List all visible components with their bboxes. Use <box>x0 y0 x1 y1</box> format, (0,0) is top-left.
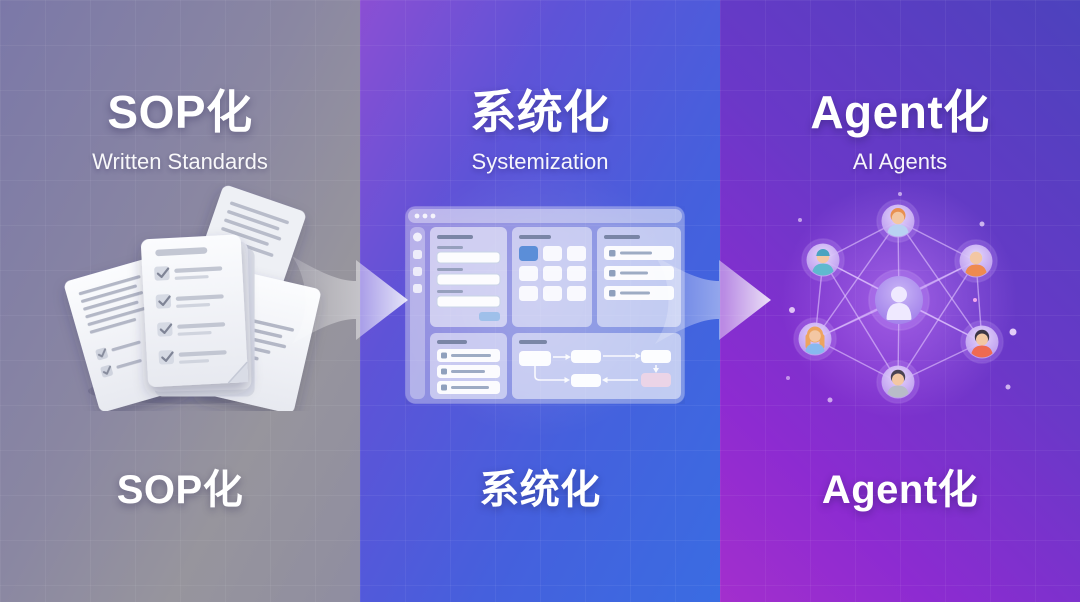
stage-subtitle-system: Systemization <box>471 149 609 175</box>
avatar <box>971 329 993 358</box>
paper-checklist-stack <box>141 234 255 397</box>
document-title-line <box>155 247 208 257</box>
agent-node-center <box>868 269 930 331</box>
avatar <box>965 250 987 277</box>
checkbox-row <box>158 350 227 365</box>
person-icon <box>886 286 912 320</box>
stage-subtitle-sop: Written Standards <box>92 149 268 175</box>
stage-header: SOP化 Written Standards <box>0 0 360 175</box>
dashboard-card-flowchart <box>512 333 681 399</box>
window-traffic-dots-icon <box>414 213 436 219</box>
stage-title-agent: Agent化 <box>810 86 990 138</box>
dashboard-card-grid <box>512 227 592 327</box>
agent-node-top-right <box>954 239 998 283</box>
stage-header: Agent化 AI Agents <box>720 0 1080 175</box>
form-submit-button-shape <box>479 312 500 321</box>
agent-node-bottom-right <box>960 320 1004 364</box>
checkbox-icon <box>95 340 141 361</box>
agent-node-bottom <box>876 360 920 404</box>
flow-node <box>571 350 601 363</box>
arrow-stage1-to-stage2-icon <box>292 256 408 344</box>
checkbox-icon <box>100 359 142 378</box>
agent-node-top-left <box>801 238 845 282</box>
sparkle-dots <box>786 192 1017 403</box>
dashboard-window-icon <box>405 206 685 404</box>
dashboard-card-list-small <box>430 333 507 399</box>
avatar <box>887 208 909 237</box>
stage-title-system: 系统化 <box>470 86 610 138</box>
window-titlebar <box>408 209 682 223</box>
stage-subtitle-agent: AI Agents <box>852 149 948 175</box>
window-sidebar <box>410 227 425 399</box>
checkbox-row <box>155 294 224 309</box>
flow-connectors <box>534 355 657 381</box>
avatar <box>805 326 825 355</box>
avatar <box>812 249 834 276</box>
agent-network-icon <box>781 182 1017 418</box>
stage-bottom-label-sop: SOP化 <box>116 468 244 512</box>
agent-node-top <box>876 199 920 243</box>
flow-node <box>571 374 601 387</box>
checkbox-row <box>157 322 226 337</box>
stage-bottom-label-agent: Agent化 <box>821 468 979 512</box>
stage-panel-agent: Agent化 AI Agents <box>720 0 1080 602</box>
agent-node-bottom-left <box>793 317 837 361</box>
checkbox-row <box>154 266 223 281</box>
flow-node <box>519 351 551 366</box>
avatar <box>887 369 909 398</box>
dashboard-card-list <box>597 227 681 327</box>
stage-header: 系统化 Systemization <box>360 0 720 175</box>
documents-checklist-icon <box>64 185 321 411</box>
dashboard-card-form <box>430 227 507 327</box>
flow-arrowheads <box>564 353 659 383</box>
flow-node-highlight <box>641 373 671 387</box>
stage-bottom-label-system: 系统化 <box>479 468 601 512</box>
arrow-stage2-to-stage3-icon <box>655 256 771 344</box>
flow-node <box>641 350 671 363</box>
stage-title-sop: SOP化 <box>107 86 253 138</box>
